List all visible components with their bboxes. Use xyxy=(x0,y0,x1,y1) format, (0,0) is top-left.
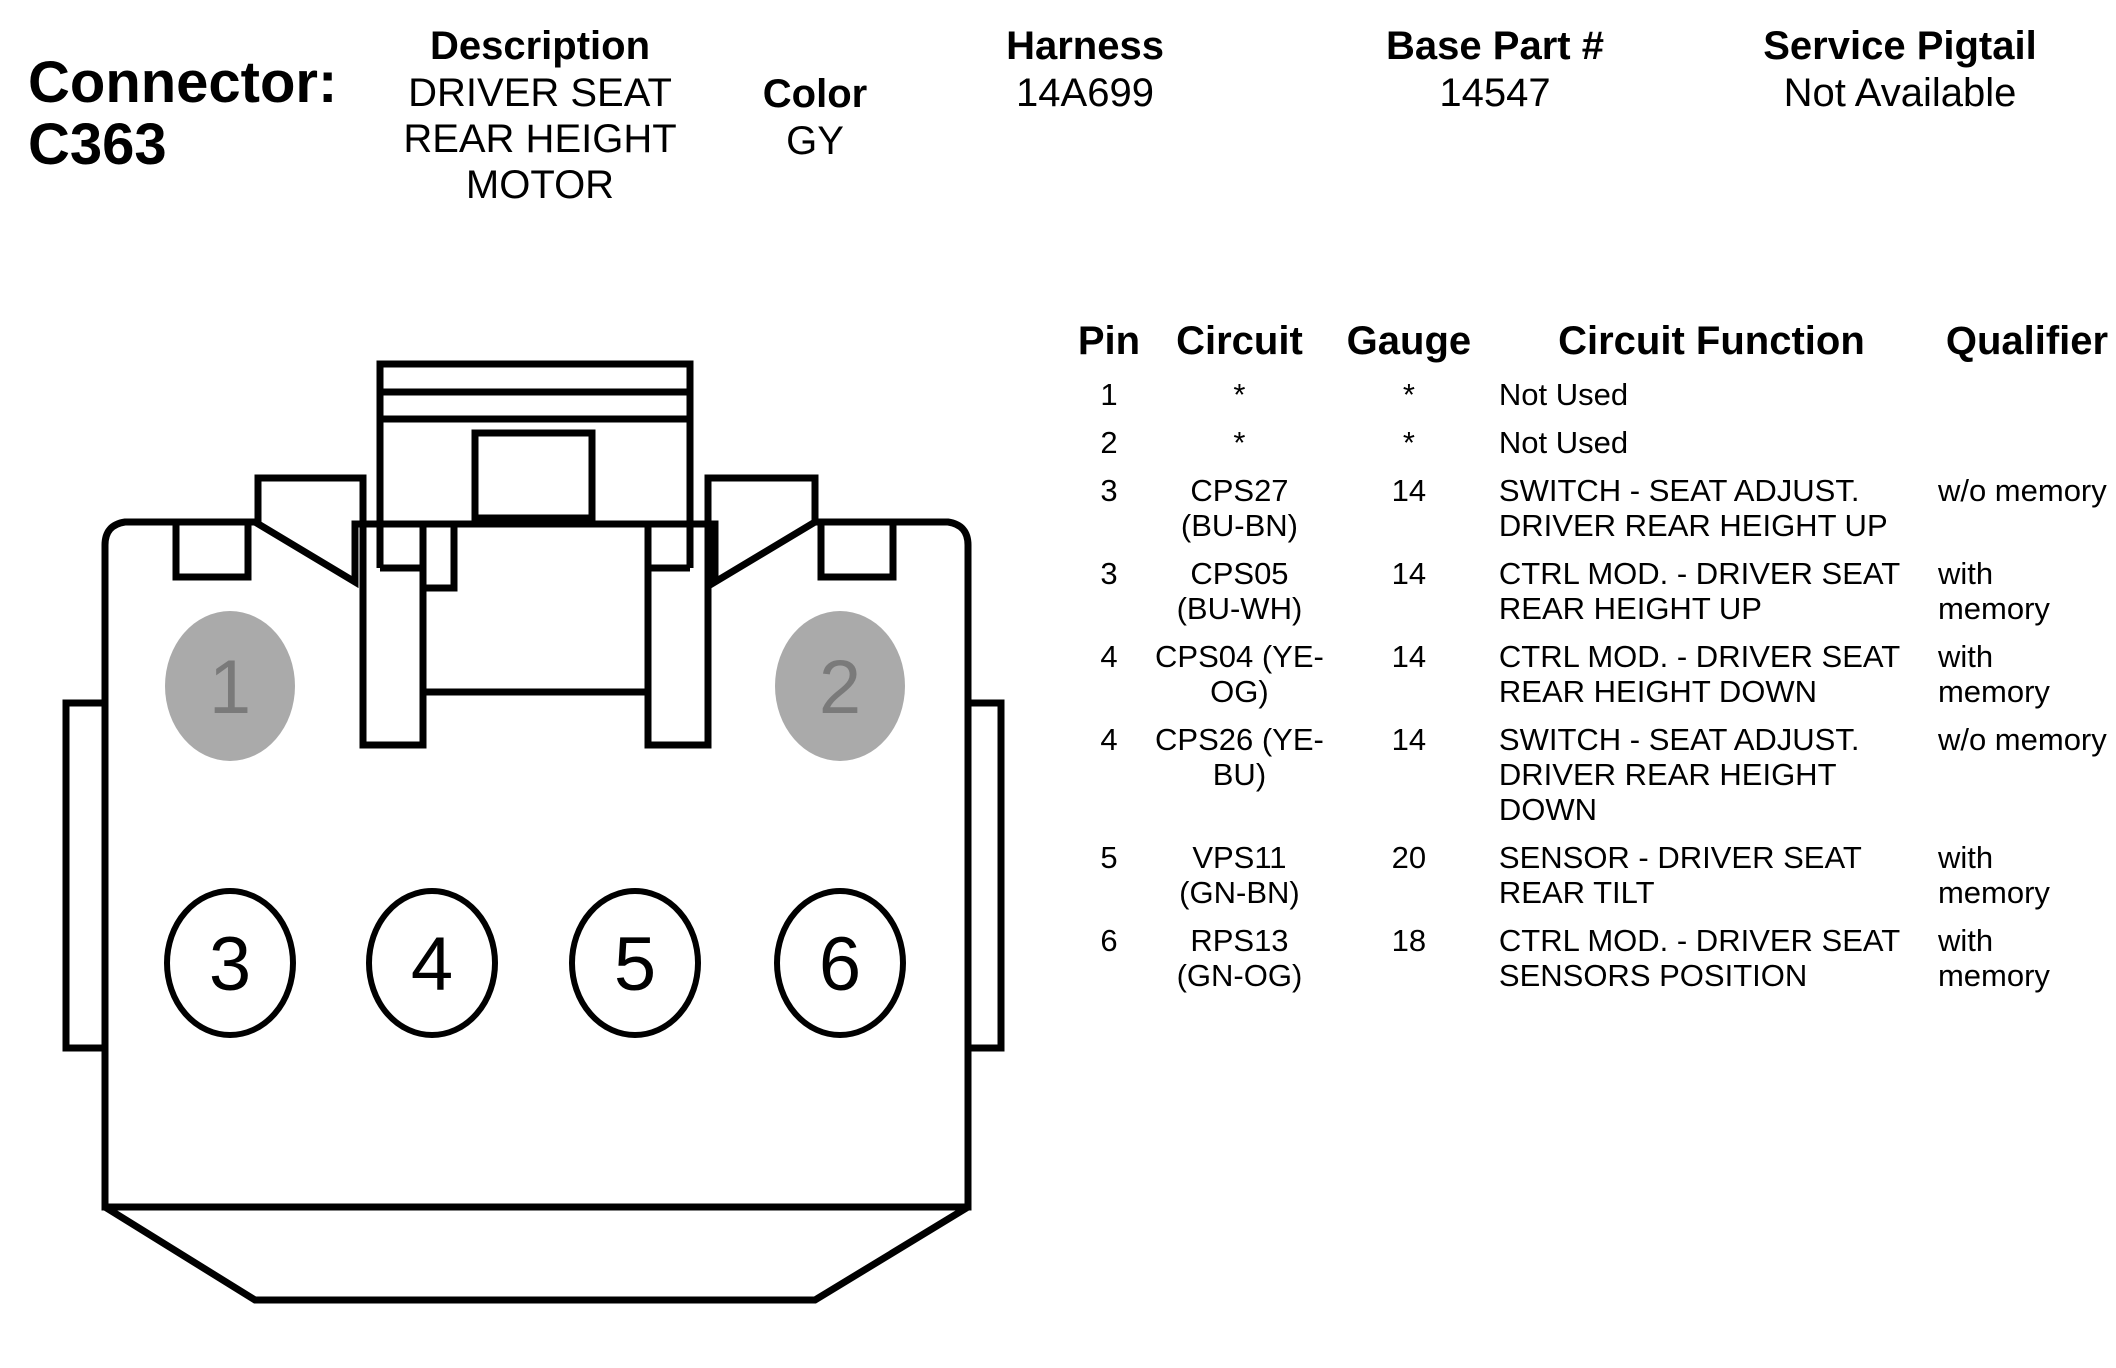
pin-2: 2 xyxy=(775,611,905,761)
pin-1: 1 xyxy=(165,611,295,761)
table-row: 2 * * Not Used xyxy=(1070,425,2116,473)
connector-title: Connector: C363 xyxy=(28,52,337,176)
pin-4: 4 xyxy=(366,888,498,1038)
qualifier-cell xyxy=(1924,425,2116,473)
pin-cell: 6 xyxy=(1100,923,1118,958)
function-cell: Not Used xyxy=(1498,377,1629,412)
base-part-title: Base Part # xyxy=(1386,24,1604,68)
gauge-cell: 14 xyxy=(1391,722,1427,757)
latch-window xyxy=(419,520,652,696)
right-key xyxy=(817,518,897,581)
gauge-cell: * xyxy=(1402,425,1415,460)
function-cell: SWITCH - SEAT ADJUST.DRIVER REAR HEIGHT … xyxy=(1498,473,1888,543)
pin-cell: 4 xyxy=(1100,639,1118,674)
pin-label: 5 xyxy=(614,922,656,1007)
header-pin: Pin xyxy=(1077,319,1141,363)
table-row: 1 * * Not Used xyxy=(1070,377,2116,425)
table-row: 4 CPS04 (YE-OG) 14 CTRL MOD. - DRIVER SE… xyxy=(1070,639,2116,722)
pin-label: 1 xyxy=(209,645,251,730)
bottom-skirt xyxy=(103,1204,970,1304)
circuit-cell: CPS05(BU-WH) xyxy=(1176,556,1303,626)
circuit-cell: CPS27(BU-BN) xyxy=(1180,473,1298,543)
left-key xyxy=(172,518,252,581)
header-gauge: Gauge xyxy=(1346,319,1472,363)
connector-outline xyxy=(62,360,1005,1304)
description-column: Description DRIVER SEAT REAR HEIGHT MOTO… xyxy=(370,22,710,208)
pin-cell: 3 xyxy=(1100,473,1118,508)
latch-tab xyxy=(471,429,596,522)
pin-5: 5 xyxy=(569,888,701,1038)
pin-cell: 4 xyxy=(1100,722,1118,757)
color-title: Color xyxy=(762,72,868,116)
pin-6: 6 xyxy=(774,888,906,1038)
pin-cell: 2 xyxy=(1100,425,1118,460)
harness-column: Harness 14A699 xyxy=(960,22,1210,116)
qualifier-cell: w/o memory xyxy=(1937,473,2107,508)
harness-title: Harness xyxy=(1006,24,1164,68)
header-qualifier: Qualifier xyxy=(1945,319,2109,363)
connector-id: C363 xyxy=(28,112,167,177)
service-pigtail-value: Not Available xyxy=(1783,71,2017,115)
pin-3: 3 xyxy=(164,888,296,1038)
function-cell: Not Used xyxy=(1498,425,1629,460)
pin-cell: 5 xyxy=(1100,840,1118,875)
pin-cell: 3 xyxy=(1100,556,1118,591)
connector-face-diagram: 1 2 3 4 5 6 xyxy=(62,360,1005,1304)
circuit-cell: VPS11(GN-BN) xyxy=(1179,840,1300,910)
left-ear xyxy=(62,699,109,1052)
description-line: MOTOR xyxy=(465,163,615,207)
pin-label: 6 xyxy=(819,922,861,1007)
pin-cell: 1 xyxy=(1100,377,1118,412)
table-row: 4 CPS26 (YE-BU) 14 SWITCH - SEAT ADJUST.… xyxy=(1070,722,2116,840)
gauge-cell: 18 xyxy=(1391,923,1427,958)
description-line: DRIVER SEAT xyxy=(408,71,672,115)
connector-label: Connector: xyxy=(28,50,338,115)
pin-table: Pin Circuit Gauge Circuit Function Quali… xyxy=(1070,315,2116,1006)
gauge-cell: 14 xyxy=(1391,473,1427,508)
gauge-cell: 14 xyxy=(1391,639,1427,674)
description-title: Description xyxy=(429,24,651,68)
header-circuit-function: Circuit Function xyxy=(1558,319,1865,363)
circuit-cell: CPS04 (YE-OG) xyxy=(1155,639,1324,709)
qualifier-cell xyxy=(1924,377,2116,425)
circuit-cell: * xyxy=(1233,377,1246,412)
color-value: GY xyxy=(786,119,844,163)
right-ear xyxy=(964,699,1005,1052)
gauge-cell: 20 xyxy=(1391,840,1427,875)
gauge-cell: * xyxy=(1402,377,1415,412)
color-column: Color GY xyxy=(720,70,910,164)
pin-label: 2 xyxy=(819,645,861,730)
table-body: 1 * * Not Used 2 * * Not Used 3 CPS27(BU… xyxy=(1070,377,2116,1006)
circuit-cell: RPS13(GN-OG) xyxy=(1176,923,1303,993)
pin-label: 4 xyxy=(411,922,453,1007)
base-part-value: 14547 xyxy=(1439,71,1551,115)
latch-body xyxy=(254,474,427,749)
table-row: 3 CPS27(BU-BN) 14 SWITCH - SEAT ADJUST.D… xyxy=(1070,473,2116,556)
base-part-column: Base Part # 14547 xyxy=(1350,22,1640,116)
description-line: REAR HEIGHT xyxy=(403,117,677,161)
connector-body xyxy=(101,518,972,1211)
gauge-cell: 14 xyxy=(1391,556,1427,591)
circuit-cell: CPS26 (YE-BU) xyxy=(1155,722,1324,792)
table-header-row: Pin Circuit Gauge Circuit Function Quali… xyxy=(1070,315,2116,377)
header-circuit: Circuit xyxy=(1176,319,1303,363)
qualifier-cell: w/o memory xyxy=(1937,722,2107,757)
table-row: 6 RPS13(GN-OG) 18 CTRL MOD. - DRIVER SEA… xyxy=(1070,923,2116,1006)
harness-value: 14A699 xyxy=(1016,71,1154,115)
service-pigtail-title: Service Pigtail xyxy=(1763,24,2037,68)
circuit-cell: * xyxy=(1233,425,1246,460)
service-pigtail-column: Service Pigtail Not Available xyxy=(1720,22,2080,116)
pin-label: 3 xyxy=(209,922,251,1007)
table-row: 3 CPS05(BU-WH) 14 CTRL MOD. - DRIVER SEA… xyxy=(1070,556,2116,639)
